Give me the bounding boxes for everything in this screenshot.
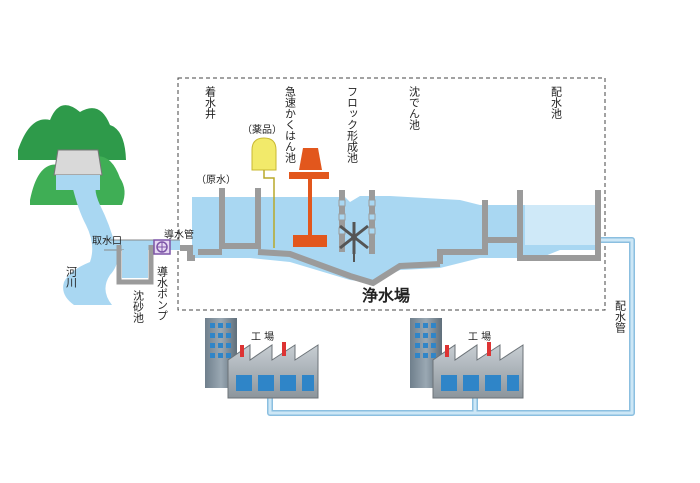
sand-basin bbox=[116, 245, 154, 285]
conveyance-pump-icon bbox=[153, 239, 171, 255]
plant-walls bbox=[180, 188, 601, 287]
conveyance-pump-label: 導水ポンプ bbox=[156, 265, 169, 321]
sand-basin-label: 沈砂池 bbox=[132, 289, 145, 323]
river bbox=[63, 185, 118, 305]
raw-water-label: （原水） bbox=[196, 174, 236, 186]
chemicals-label: （薬品） bbox=[242, 124, 282, 136]
floc-label: フロック形成池 bbox=[346, 86, 359, 163]
sedimentation-label: 沈でん池 bbox=[408, 85, 421, 130]
conveyance-pipe-label: 導水管 bbox=[164, 228, 194, 241]
factory-1 bbox=[205, 318, 319, 399]
rapid-mix-label: 急速かくはん池 bbox=[284, 85, 297, 163]
factory-2 bbox=[410, 318, 524, 399]
river-label: 河川 bbox=[65, 266, 78, 288]
plant-boundary bbox=[177, 77, 606, 311]
distribution-reservoir-label: 配水池 bbox=[550, 86, 563, 119]
floc-paddle-icon bbox=[339, 222, 369, 262]
mountain-dam bbox=[18, 105, 126, 205]
rapid-mixer bbox=[289, 148, 329, 247]
intake-label: 取水口 bbox=[92, 235, 122, 247]
chemical-tank bbox=[251, 137, 277, 248]
plant-water bbox=[192, 196, 600, 283]
receiving-well-label: 着水井 bbox=[204, 85, 217, 120]
plant-label: 浄水場 bbox=[362, 286, 410, 305]
factory-1-label: 工 場 bbox=[251, 330, 274, 343]
distribution-pipe-label: 配水管 bbox=[614, 300, 627, 334]
factory-2-label: 工 場 bbox=[468, 330, 491, 343]
